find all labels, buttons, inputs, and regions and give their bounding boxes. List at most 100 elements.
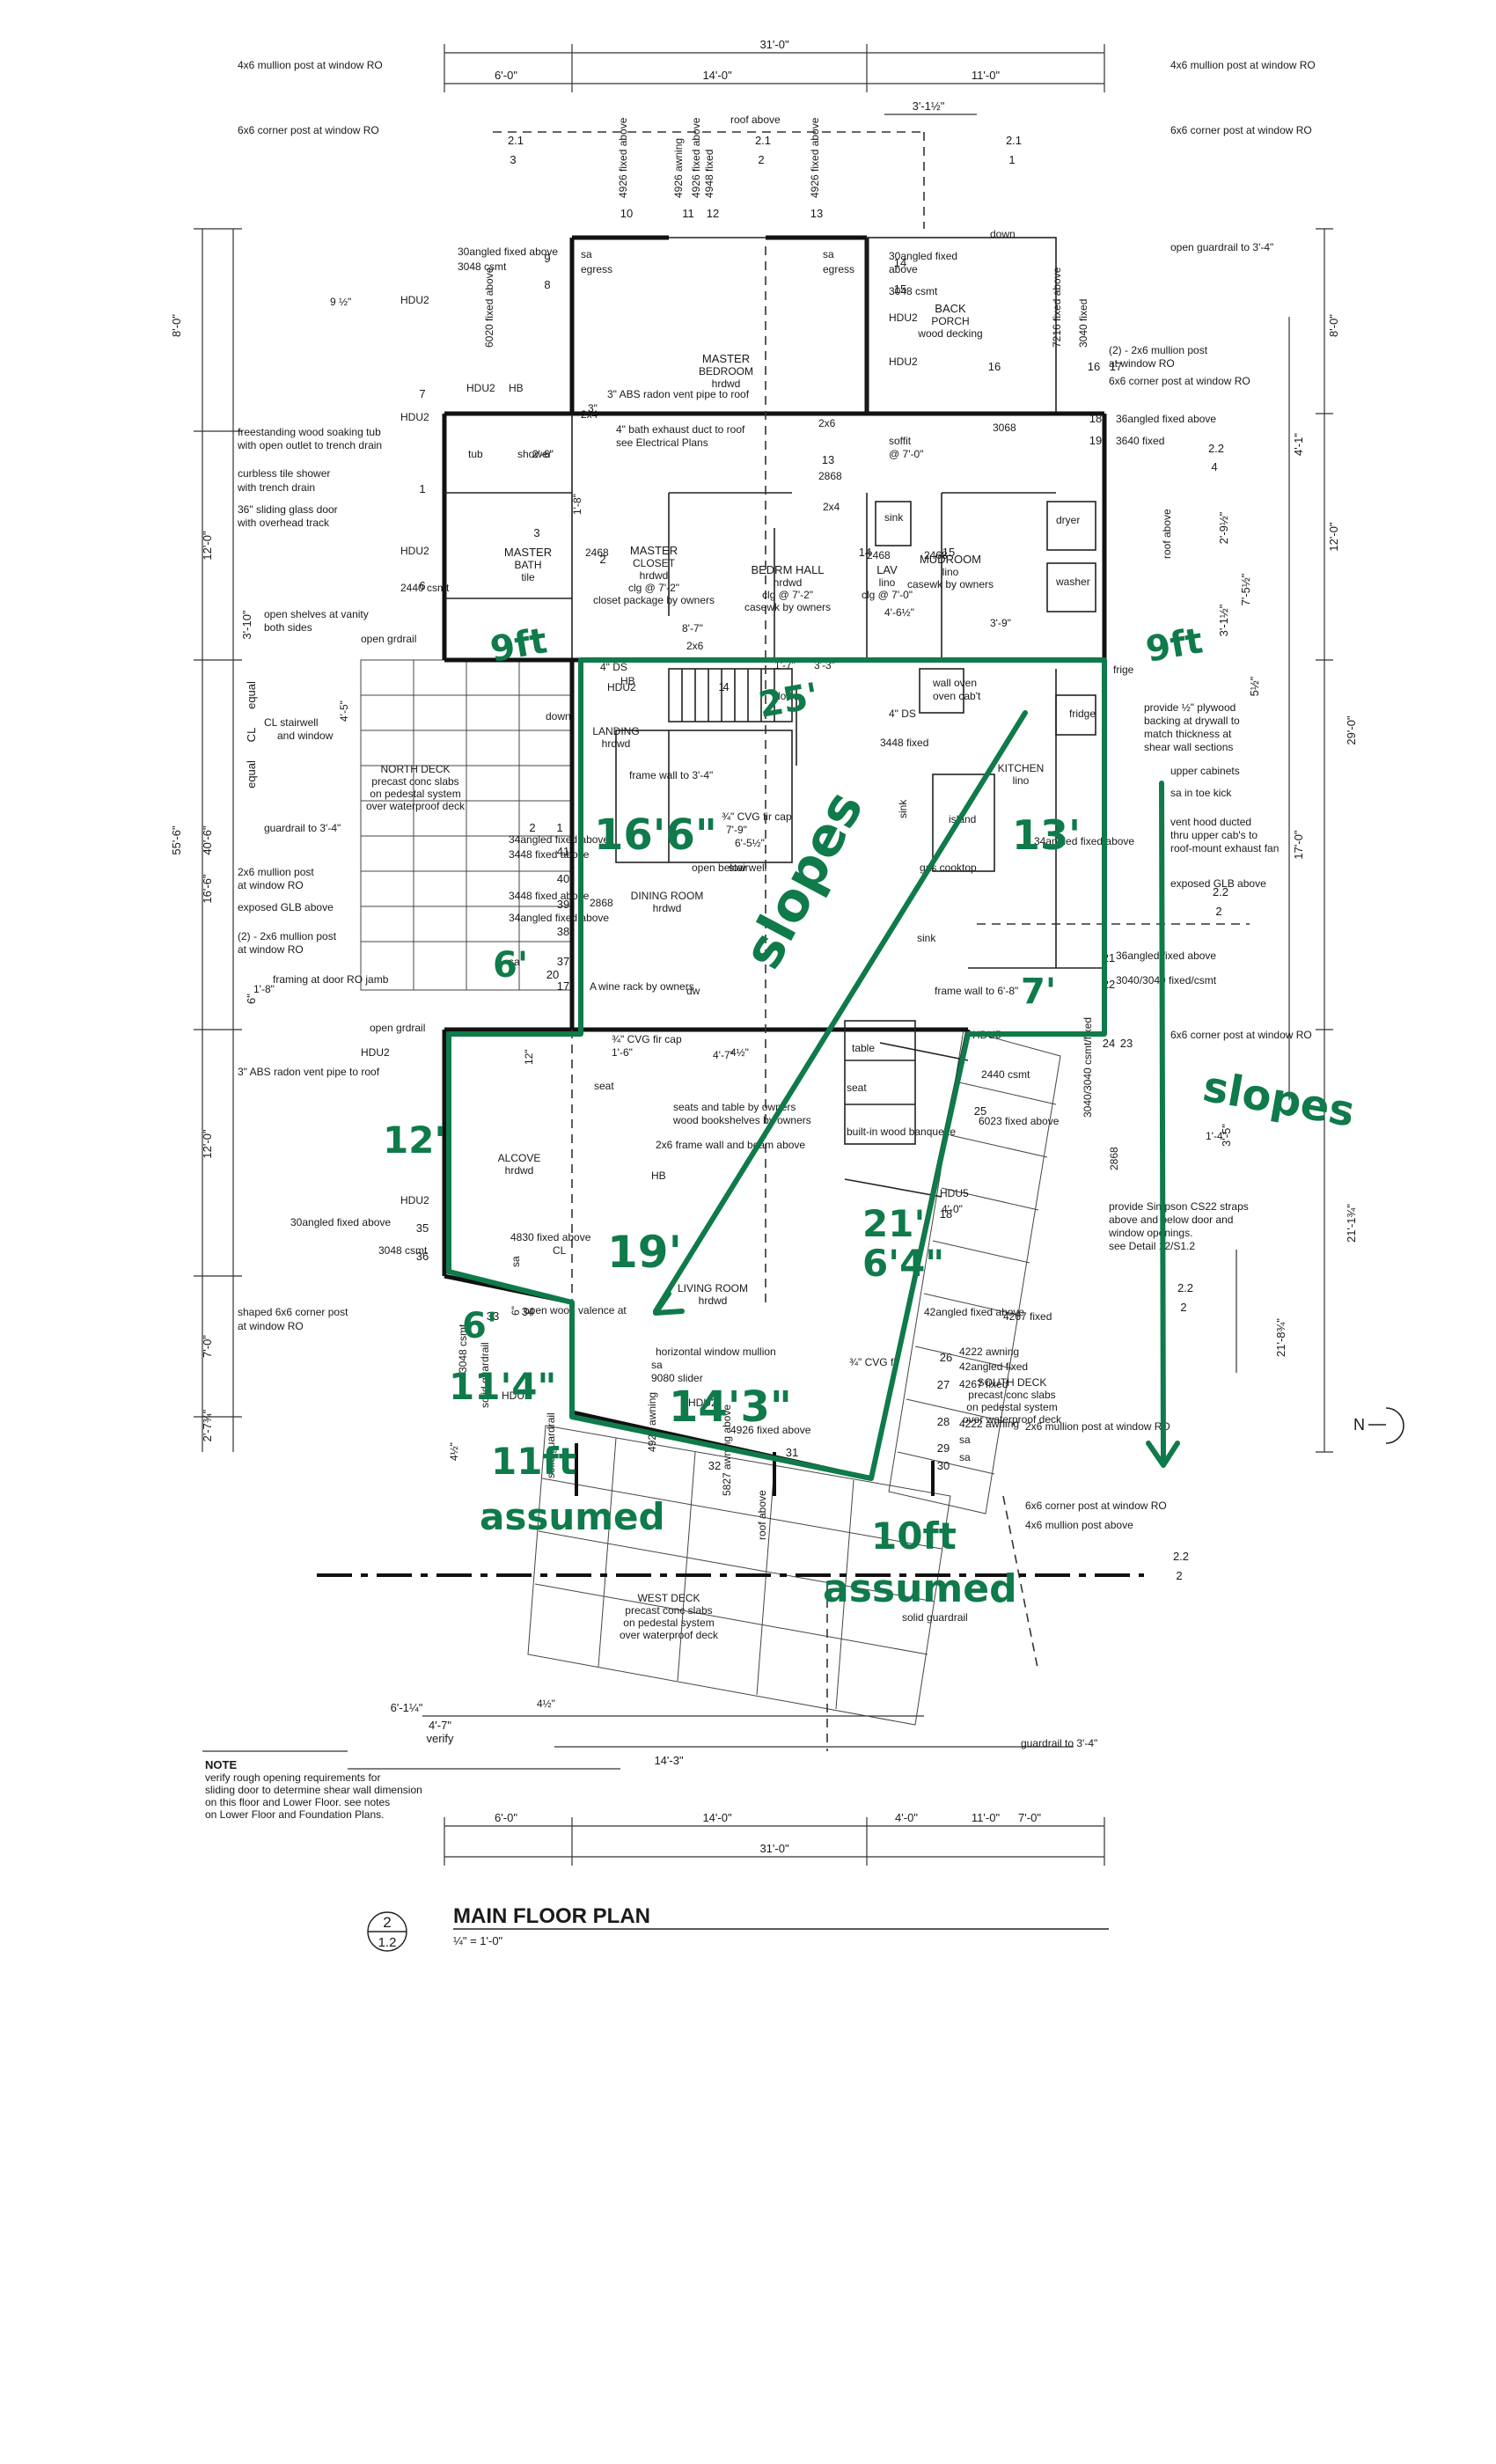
right-dimension: 7'-5½" bbox=[1239, 573, 1252, 605]
room-label-master-bedroom: BEDROOM bbox=[699, 365, 753, 378]
room-label-master-bath: tile bbox=[521, 571, 535, 583]
west-deck-grid bbox=[527, 1425, 951, 1726]
tag-label: 2.2 bbox=[1173, 1550, 1189, 1563]
plan-note: 12" bbox=[523, 1049, 535, 1065]
room-label-west-deck: over waterproof deck bbox=[620, 1629, 719, 1641]
left-dimension: 8'-0" bbox=[170, 314, 183, 337]
plan-note: 2868 bbox=[1108, 1147, 1120, 1170]
room-label-lav: lino bbox=[879, 576, 896, 589]
plan-note: stairwell bbox=[729, 862, 766, 874]
handwritten-note: 7' bbox=[1021, 972, 1056, 1012]
plan-note: 2x6 bbox=[818, 417, 836, 429]
plan-note: 2868 bbox=[590, 897, 613, 909]
right-dimensions: 8'-0"4'-1"12'-0"2'-9½"7'-5½"3'-1½"5½"29'… bbox=[1217, 314, 1358, 1357]
tag-label: 2.1 bbox=[1006, 134, 1022, 147]
left-note: with trench drain bbox=[237, 481, 315, 494]
right-note: 6x6 corner post at window RO bbox=[1170, 1029, 1312, 1041]
plan-note: 4926 fixed above bbox=[617, 117, 629, 198]
right-note: 36angled fixed above bbox=[1116, 413, 1216, 425]
left-note: 3048 csmt bbox=[458, 260, 507, 273]
room-label-south-deck: SOUTH DECK bbox=[978, 1376, 1047, 1389]
tag-label: 2.2 bbox=[1177, 1281, 1193, 1294]
tag-label: 2 bbox=[758, 153, 764, 166]
plan-note: egress bbox=[581, 263, 612, 275]
south-deck-grid bbox=[888, 1029, 1061, 1514]
plan-note: 4926 fixed above bbox=[690, 117, 702, 198]
plan-note: 1'-8" bbox=[253, 983, 275, 995]
tag-label: 1 bbox=[1008, 153, 1015, 166]
left-note: 9 ½" bbox=[330, 296, 351, 308]
plan-note: horizontal window mullion bbox=[656, 1346, 776, 1358]
plan-note: sa bbox=[510, 1256, 522, 1267]
plan-note: frige bbox=[1113, 664, 1134, 676]
handwritten-note: 6' bbox=[493, 945, 528, 986]
plan-note: 4'-6½" bbox=[884, 606, 914, 619]
left-note: with open outlet to trench drain bbox=[237, 439, 382, 451]
plan-note: ¾" CVG fir cap bbox=[612, 1033, 682, 1045]
room-label-south-deck: on pedestal system bbox=[966, 1401, 1057, 1413]
right-dimension: 3'-5" bbox=[1220, 1124, 1233, 1147]
room-label-master-closet: hrdwd bbox=[640, 569, 669, 582]
plan-note: HDU2 bbox=[688, 1397, 717, 1409]
plan-note: 7216 fixed above bbox=[1051, 267, 1063, 348]
plan-note: 4½" bbox=[537, 1698, 555, 1710]
tag-label: 2.1 bbox=[755, 134, 771, 147]
plan-note: 4926 fixed above bbox=[809, 117, 821, 198]
tag-label: 28 bbox=[937, 1415, 950, 1428]
room-label-north-deck: over waterproof deck bbox=[366, 800, 466, 812]
plan-note: wall oven bbox=[932, 677, 977, 689]
left-dimension: 3'-10" bbox=[240, 610, 253, 640]
plan-note: sa bbox=[651, 1359, 663, 1371]
handwritten-note: 21' bbox=[862, 1202, 925, 1245]
plan-note: HDU5 bbox=[940, 1187, 969, 1199]
right-note: see Detail 12/S1.2 bbox=[1109, 1240, 1195, 1252]
left-dimension: 16'-6" bbox=[201, 874, 214, 904]
room-label-landing: LANDING bbox=[592, 725, 639, 737]
plan-note: HDU2 bbox=[889, 312, 918, 324]
room-label-back-porch: PORCH bbox=[931, 315, 969, 327]
plan-note: 3040/3040 csmt/fixed bbox=[1082, 1017, 1094, 1118]
room-label-mudroom: casewk by owners bbox=[907, 578, 994, 590]
left-note: guardrail to 3'-4" bbox=[264, 822, 341, 834]
tag-label: 15 bbox=[942, 546, 955, 559]
tag-label: 2 bbox=[529, 821, 535, 834]
top-dimensions: 31'-0"6'-0"14'-0"11'-0"3'-1½" bbox=[495, 38, 1000, 113]
plan-note: 3048 csmt bbox=[457, 1324, 469, 1373]
room-label-living: LIVING ROOM bbox=[678, 1282, 748, 1294]
room-label-living: hrdwd bbox=[699, 1294, 728, 1307]
plan-note: HB bbox=[651, 1170, 666, 1182]
left-dimension: 12'-0" bbox=[201, 1129, 214, 1159]
north-deck-grid bbox=[360, 659, 573, 991]
plan-note: ¾" CVG fir bbox=[849, 1356, 899, 1368]
room-label-south-deck: over waterproof deck bbox=[963, 1413, 1062, 1426]
tag-label: 41 bbox=[557, 845, 569, 858]
plan-note: 4½" bbox=[448, 1442, 460, 1461]
right-note: guardrail to 3'-4" bbox=[1021, 1737, 1097, 1749]
note-line: on Lower Floor and Foundation Plans. bbox=[205, 1808, 384, 1821]
plan-note: 1'-8" bbox=[571, 494, 583, 515]
room-label-master-closet: CLOSET bbox=[633, 557, 676, 569]
right-note: 3640 fixed bbox=[1116, 435, 1164, 447]
left-dimension: 55'-6" bbox=[170, 825, 183, 855]
plan-note: 3040 fixed bbox=[1077, 299, 1089, 348]
plan-note: dw bbox=[686, 985, 700, 997]
left-note: at window RO bbox=[238, 943, 304, 956]
drawing-title-block: 2 1.2 MAIN FLOOR PLAN ¼" = 1'-0" bbox=[367, 1904, 1109, 1952]
left-note: exposed GLB above bbox=[238, 901, 334, 913]
plan-note: built-in wood banquette bbox=[847, 1126, 956, 1138]
left-dimension: equal bbox=[245, 681, 258, 709]
room-label-west-deck: WEST DECK bbox=[637, 1592, 700, 1604]
plan-note: seat bbox=[594, 1080, 614, 1092]
left-note: 3" ABS radon vent pipe to roof bbox=[238, 1066, 380, 1078]
plan-note: seat bbox=[847, 1082, 867, 1094]
plan-note: roof above bbox=[756, 1490, 768, 1540]
tag-label: 35 bbox=[416, 1221, 429, 1235]
tag-label: 1 bbox=[419, 482, 425, 495]
room-label-north-deck: precast conc slabs bbox=[371, 775, 458, 788]
room-label-master-bedroom: MASTER bbox=[702, 352, 750, 365]
room-label-north-deck: NORTH DECK bbox=[380, 763, 450, 775]
tag-label: 2.1 bbox=[508, 134, 524, 147]
right-note: 2x6 mullion post at window RO bbox=[1025, 1420, 1170, 1433]
